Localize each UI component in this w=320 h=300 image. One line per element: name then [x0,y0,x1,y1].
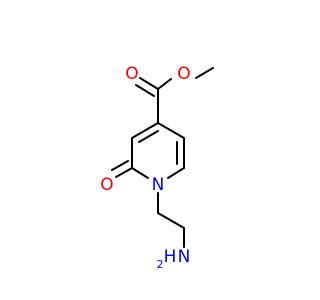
bond-c2-oxo-double [115,167,133,178]
amine-n-label: N [178,247,191,267]
bond-ch2-ch2 [157,212,185,229]
bond-ester-oxygen-carbonyl [157,78,172,90]
bond-c3-c4-inner [138,130,159,143]
bond-c3-c4 [131,122,159,139]
ester-oxygen-label: O [177,64,190,84]
ring-oxo-oxygen-label: O [100,175,113,195]
bond-c2-oxo-double-2 [111,160,129,171]
carbonyl-oxygen-label: O [125,64,138,84]
amine-h-subscript: 2 [157,258,164,271]
amine-h-label: H [164,247,177,267]
bond-methyl-ester-oxygen [195,67,214,79]
bond-carbonyl-double [139,77,159,90]
bond-c4-c5 [157,122,185,139]
bond-carbonyl-double-2 [135,84,155,97]
bond-n1-c2 [131,167,149,179]
ring-nitrogen-label: N [152,175,165,195]
molecule-structure: O O O N H N 2 [100,64,214,271]
bond-c6-n1 [167,167,185,179]
molecule-canvas: O O O N H N 2 [100,64,214,271]
